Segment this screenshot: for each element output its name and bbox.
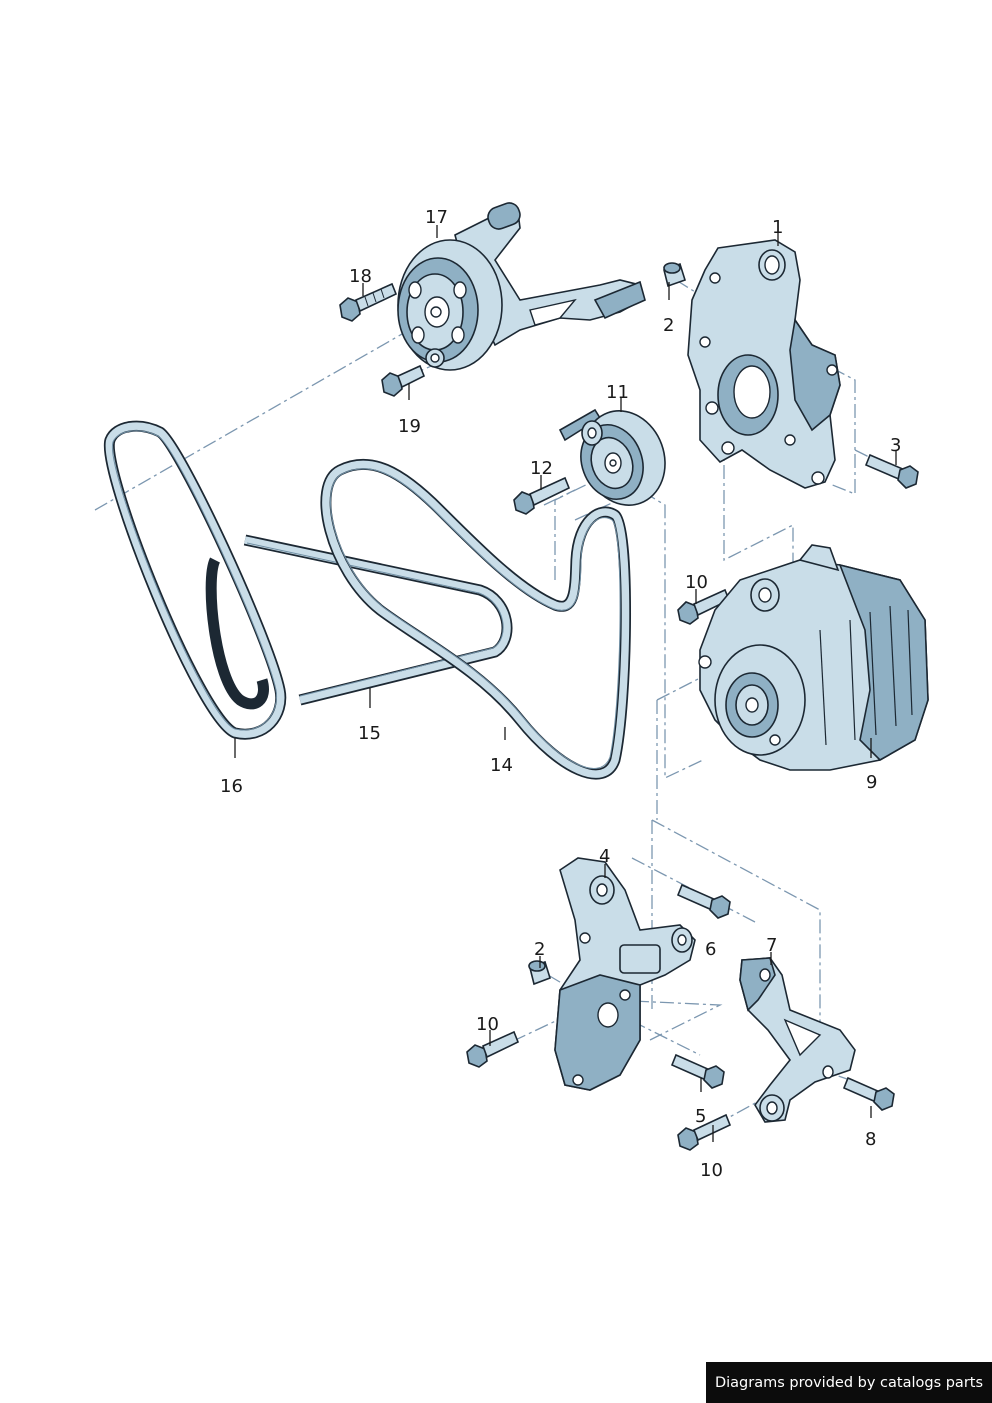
callout-labels: 1 2 3 4 5 6 7 8 9 10 10 10 11 12 14 15 1… [220, 207, 901, 1181]
sleeve-2-top [663, 262, 686, 288]
callout-7: 7 [766, 935, 777, 956]
callout-2-top: 2 [663, 315, 674, 336]
bolt-18 [339, 282, 398, 322]
callout-10-bottom: 10 [700, 1160, 723, 1181]
bolt-8 [842, 1076, 895, 1111]
callout-17: 17 [425, 207, 448, 228]
leader-lines [234, 225, 897, 1142]
support-7 [739, 957, 856, 1123]
bolt-6 [676, 883, 731, 919]
bracket-1 [687, 239, 841, 489]
callout-1: 1 [772, 217, 783, 238]
belt-15 [243, 534, 513, 706]
belt-16 [103, 420, 287, 740]
callout-14: 14 [490, 755, 513, 776]
callout-9: 9 [866, 772, 877, 793]
callout-4: 4 [599, 846, 610, 867]
callout-2-lower: 2 [534, 939, 545, 960]
alternator-9 [698, 544, 929, 771]
callout-10-upper: 10 [685, 572, 708, 593]
callout-3: 3 [890, 435, 901, 456]
attribution-badge: Diagrams provided by catalogs parts [706, 1362, 992, 1403]
bolt-12 [513, 476, 571, 515]
bolt-19 [381, 364, 426, 397]
bolt-10-bottom [677, 1113, 732, 1151]
bolt-5 [670, 1053, 725, 1089]
mounting-bracket-4 [554, 857, 696, 1091]
callout-6: 6 [705, 939, 716, 960]
callout-19: 19 [398, 416, 421, 437]
callout-15: 15 [358, 723, 381, 744]
idler-pulley-bracket-17 [397, 202, 646, 371]
callout-12: 12 [530, 458, 553, 479]
belt-14 [320, 458, 631, 780]
callout-18: 18 [349, 266, 372, 287]
callout-11: 11 [606, 382, 629, 403]
tensioner-pulley-11 [558, 408, 666, 506]
callout-5: 5 [695, 1106, 706, 1127]
callout-16: 16 [220, 776, 243, 797]
callout-8: 8 [865, 1129, 876, 1150]
bolt-10-left [466, 1030, 520, 1068]
bolt-3 [864, 453, 919, 489]
callout-10-left: 10 [476, 1014, 499, 1035]
